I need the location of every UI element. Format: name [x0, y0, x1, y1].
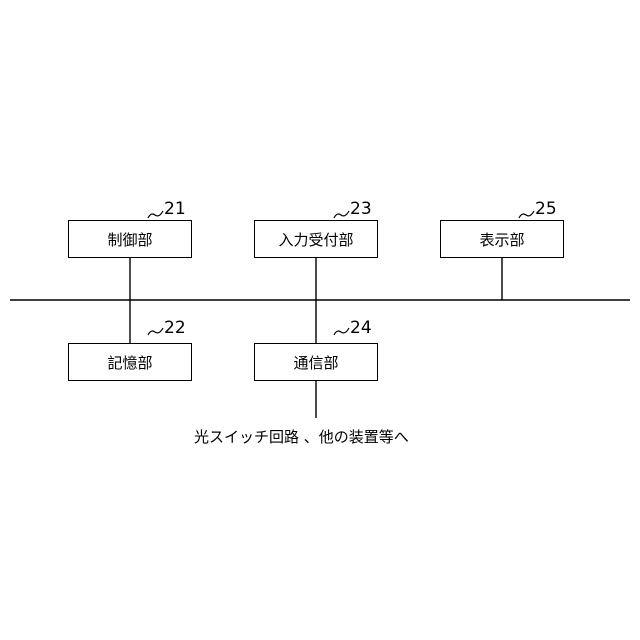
storage-unit-label: 記憶部	[107, 352, 152, 373]
display-unit-block: 表示部	[440, 220, 564, 258]
control-unit-label: 制御部	[107, 229, 152, 250]
ref-numeral-22: 22	[164, 320, 186, 337]
ref-numeral-23: 23	[350, 201, 372, 218]
leader-23	[334, 211, 349, 218]
leader-22	[148, 328, 163, 335]
ref-numeral-24: 24	[350, 320, 372, 337]
leader-21	[148, 211, 163, 218]
communication-unit-block: 通信部	[254, 343, 378, 381]
leader-24	[334, 328, 349, 335]
control-unit-block: 制御部	[68, 220, 192, 258]
external-connection-caption: 光スイッチ回路 、他の装置等へ	[194, 426, 409, 447]
input-receiving-unit-label: 入力受付部	[278, 229, 353, 250]
ref-numeral-21: 21	[164, 201, 186, 218]
input-receiving-unit-block: 入力受付部	[254, 220, 378, 258]
storage-unit-block: 記憶部	[68, 343, 192, 381]
display-unit-label: 表示部	[479, 229, 524, 250]
leader-25	[519, 211, 534, 218]
ref-numeral-25: 25	[535, 201, 557, 218]
communication-unit-label: 通信部	[293, 352, 338, 373]
